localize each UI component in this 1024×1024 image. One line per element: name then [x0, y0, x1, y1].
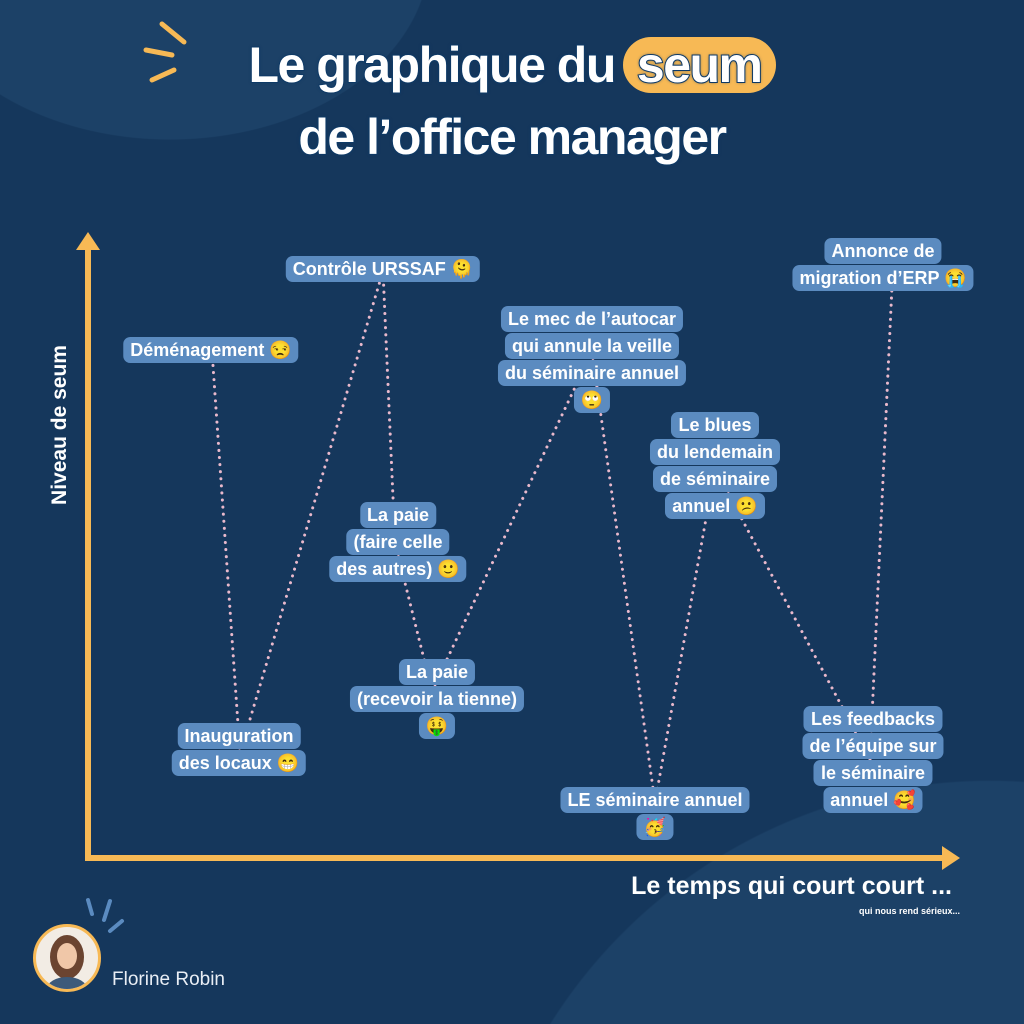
event-label-line: qui annule la veille	[504, 333, 680, 359]
author-name: Florine Robin	[112, 969, 225, 990]
event-label-line: annuel 🥰	[823, 787, 923, 813]
event-label-line: Inauguration	[177, 723, 301, 749]
event-label-line: le séminaire	[813, 760, 933, 786]
event-label-line: migration d’ERP 😭	[792, 265, 974, 291]
event-label-line: de l’équipe sur	[802, 733, 944, 759]
seum-line-segment	[238, 269, 385, 755]
event-label-line: des locaux 😁	[171, 750, 307, 776]
event-label-line: Le mec de l’autocar	[500, 306, 684, 332]
event-label-line: Annonce de	[824, 238, 942, 264]
event-label-line: de séminaire	[652, 466, 778, 492]
y-axis	[76, 232, 100, 858]
title-sparkle-icon	[143, 21, 187, 83]
title-text: Le graphique du	[247, 36, 617, 94]
x-axis	[85, 846, 960, 870]
event-label-line: des autres) 🙂	[329, 556, 467, 582]
y-axis-label: Niveau de seum	[48, 345, 71, 505]
seum-line-segment	[210, 349, 242, 755]
event-label-paie-recevoir: La paie(recevoir la tienne)🤑	[349, 659, 525, 740]
event-label-line: 🥳	[636, 814, 674, 840]
event-label-line: annuel 😕	[665, 493, 765, 519]
event-label-line: 🤑	[418, 713, 456, 739]
event-label-line: (faire celle	[346, 529, 450, 555]
event-label-demenagement: Déménagement 😒	[123, 337, 299, 364]
event-label-line: LE séminaire annuel	[560, 787, 750, 813]
avatar	[33, 924, 101, 992]
seum-line-segment	[430, 349, 594, 693]
x-axis-label: Le temps qui court court ...	[631, 872, 952, 900]
event-label-line: 🙄	[573, 387, 611, 413]
title-highlight: seum	[622, 36, 776, 94]
event-label-line: du séminaire annuel	[497, 360, 687, 386]
seum-line-segment	[590, 349, 657, 804]
event-label-line: Déménagement 😒	[123, 337, 299, 363]
author-sparkle-icon	[86, 898, 124, 933]
event-label-line: (recevoir la tienne)	[349, 686, 525, 712]
seum-line-segment	[713, 467, 872, 761]
seum-line-segment	[653, 467, 717, 804]
event-label-controle-urssaf: Contrôle URSSAF 🫠	[285, 256, 481, 283]
event-label-line: La paie	[398, 659, 476, 685]
person-photo-icon	[47, 935, 87, 989]
seum-line-segment	[868, 263, 895, 761]
x-axis-sublabel: qui nous rend sérieux...	[858, 906, 960, 916]
event-label-line: La paie	[359, 502, 437, 528]
seum-line-segment	[381, 269, 397, 545]
page-title-line2: de l’office manager	[297, 108, 728, 166]
event-label-line: Contrôle URSSAF 🫠	[285, 256, 481, 282]
event-label-line: du lendemain	[649, 439, 781, 465]
event-label-seminaire: LE séminaire annuel🥳	[560, 787, 750, 841]
event-label-line: Les feedbacks	[803, 706, 943, 732]
event-label-line: Le blues	[671, 412, 759, 438]
